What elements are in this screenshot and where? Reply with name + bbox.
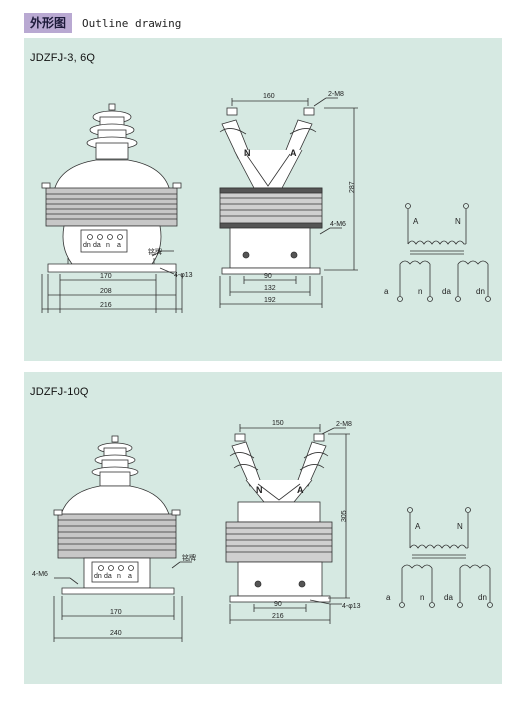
primary-label: N [457,522,463,531]
secondary-label: da [444,593,453,602]
dimension-label: 132 [264,285,276,292]
front-view [53,435,192,642]
bolt-label: 2-M8 [336,421,352,428]
dimension-label: 216 [272,613,284,620]
side-view [219,97,358,308]
dimension-label: 170 [100,273,112,280]
terminal-label: da [104,573,112,580]
secondary-label: dn [476,287,485,296]
hole-label: 4-φ13 [342,603,361,610]
terminal-label: n [117,573,121,580]
nameplate-label: 铭牌 [148,247,162,256]
dimension-label: 208 [100,288,112,295]
dimension-label: 192 [264,297,276,304]
dimension-label: 150 [272,420,284,427]
secondary-label: n [418,287,422,296]
primary-label: A [415,522,421,531]
front-view [41,103,183,313]
secondary-label: a [386,593,391,602]
terminal-mark: A [290,148,297,158]
terminal-label: da [93,242,101,249]
dimension-label: 90 [264,273,272,280]
model-title: JDZFJ-10Q [30,386,89,398]
secondary-label: a [384,287,389,296]
side-view [225,424,350,624]
terminal-label: a [128,573,132,580]
terminal-label: n [106,242,110,249]
terminal-label: dn [94,573,102,580]
wiring-schematic [399,507,493,608]
panel-1-drawing: dn da n a 铭牌 4-φ13 170 208 216 160 2-M8 … [41,91,491,313]
terminal-mark: N [256,485,263,495]
secondary-label: dn [478,593,487,602]
panel-jdzfj-10q: JDZFJ-10Q [24,372,502,684]
terminal-mark: A [297,485,304,495]
wiring-schematic [397,203,491,302]
dimension-label: 90 [274,601,282,608]
ground-label: 4-M6 [32,571,48,578]
terminal-label: a [117,242,121,249]
height-dimension: 287 [349,181,356,193]
terminal-mark: N [244,148,251,158]
secondary-label: n [420,593,424,602]
hole-label: 4-φ13 [174,272,193,279]
panel-jdzfj-3-6q: JDZFJ-3, 6Q [24,38,502,361]
nameplate-label: 铭牌 [182,553,196,562]
primary-label: A [413,217,419,226]
section-title: Outline drawing [82,16,182,30]
panel-2-drawing: dn da n a 铭牌 4-M6 170 240 150 2-M8 305 9… [32,420,493,642]
secondary-label: da [442,287,451,296]
height-dimension: 305 [341,510,348,522]
dimension-label: 160 [263,93,275,100]
section-tag: 外形图 [24,13,73,33]
terminal-label: dn [83,242,91,249]
model-title: JDZFJ-3, 6Q [30,52,96,64]
dimension-label: 240 [110,630,122,637]
dimension-label: 216 [100,302,112,309]
primary-label: N [455,217,461,226]
ground-label: 4-M6 [330,221,346,228]
bolt-label: 2-M8 [328,91,344,98]
page-header: 外形图 Outline drawing [24,13,181,33]
dimension-label: 170 [110,609,122,616]
